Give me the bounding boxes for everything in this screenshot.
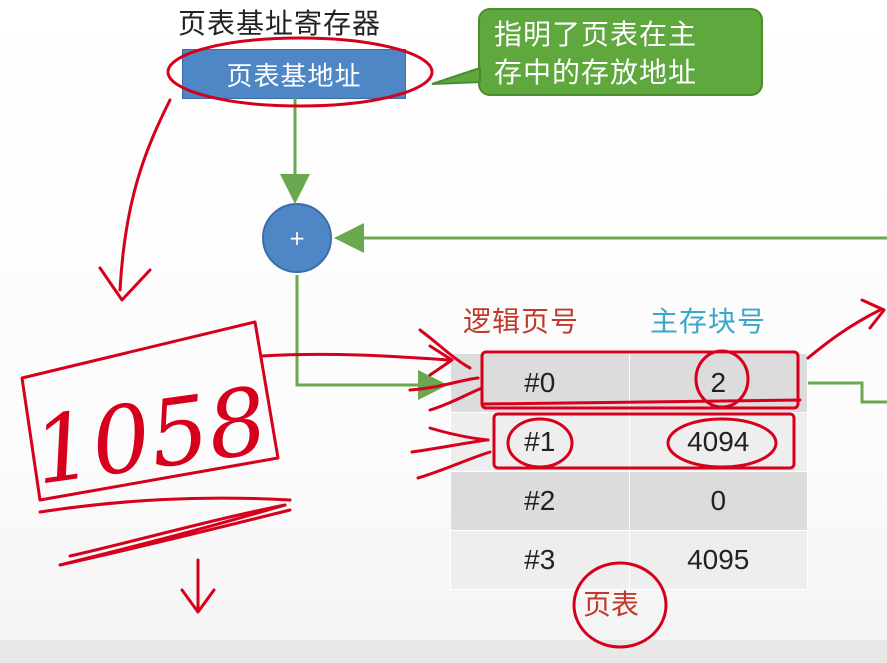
page-table-base-register-title: 页表基址寄存器	[178, 7, 382, 40]
line-under-row0	[482, 398, 802, 406]
arrows-multi-row1	[410, 426, 492, 480]
callout-pointer	[431, 66, 481, 85]
adder-circle: +	[262, 203, 332, 273]
underline-scribble-1	[38, 496, 292, 514]
arrow-out-right	[806, 298, 886, 360]
header-logical-page-number: 逻辑页号	[463, 305, 580, 338]
header-memory-block-number: 主存块号	[650, 305, 767, 338]
frame-around-number	[20, 320, 280, 502]
page-table-base-address-box: 页表基地址	[182, 49, 406, 99]
callout-line-1: 指明了页表在主	[494, 18, 698, 51]
box-row0	[480, 350, 800, 410]
page-number-cell: #3	[450, 530, 630, 590]
block-number-cell: 0	[628, 471, 808, 531]
curve-register-down	[118, 98, 172, 292]
callout-note: 指明了页表在主 存中的存放地址	[478, 8, 763, 96]
arrow-to-row0	[260, 344, 454, 377]
underline-scribble-2	[58, 503, 292, 567]
circle-table-label	[572, 561, 668, 649]
arrow-table-to-right	[808, 381, 887, 404]
table-row: #3 4095	[450, 530, 808, 590]
circle-frame-2	[694, 349, 750, 409]
circle-page-1	[506, 417, 574, 469]
circle-register-box	[166, 36, 434, 108]
arrows-multi-row0	[408, 328, 484, 412]
circle-frame-4094	[666, 417, 778, 469]
table-row: #1 4094	[450, 412, 808, 472]
arrow-adder-to-table	[295, 275, 448, 400]
box-row1	[492, 412, 796, 470]
page-table-label: 页表	[583, 588, 640, 621]
handwritten-number: 1058	[27, 367, 274, 506]
bottom-strip	[0, 640, 887, 663]
arrowhead-curve	[98, 266, 152, 302]
block-number-cell: 4094	[628, 412, 808, 472]
green-arrows	[280, 98, 887, 404]
table-row: #2 0	[450, 471, 808, 531]
red-ink-annotations	[20, 36, 886, 649]
page-number-cell: #2	[450, 471, 630, 531]
callout-line-2: 存中的存放地址	[494, 56, 698, 89]
down-arrow-bottom	[180, 558, 216, 614]
